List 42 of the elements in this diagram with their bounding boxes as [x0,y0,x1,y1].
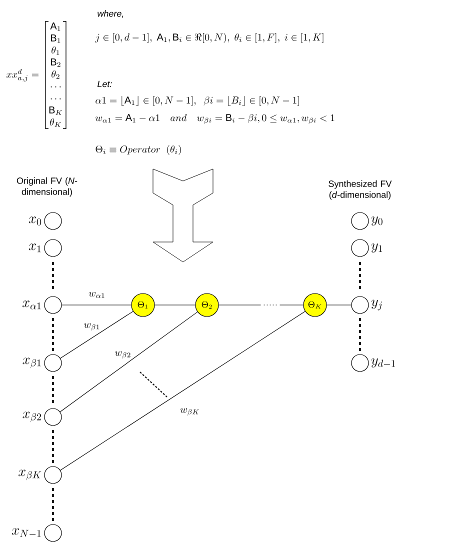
connector-line [60,311,134,359]
node-label: $y_{1}$ [371,243,382,253]
connector-line [218,304,304,306]
edge-label: $w_{\beta K}$ [180,408,200,416]
node-circle [351,296,369,314]
connector-line [62,304,132,306]
node-circle [44,296,62,314]
node-label: $x_{0}$ [28,216,42,226]
node-label: $y_{0}$ [371,216,382,226]
formula: $\Theta_{i} \equiv Operator\ \ (\theta_{i})$ [96,144,181,155]
edge-label: $w_{\beta 2}$ [114,350,132,360]
node-circle [44,524,62,542]
node-label: $x_{\beta 1}$ [22,358,41,368]
node-label: $y_{d-1}$ [371,358,396,368]
node-label: $x_{1}$ [28,244,41,252]
node-circle [44,354,62,372]
column-heading: Original FV (N-dimensional) [16,177,78,197]
node-circle [351,212,369,230]
node-label: $y_{j}$ [371,300,382,310]
formula: $w_{\alpha 1} = \mathrm{A}_{1} - \alpha 1 \quad and \quad w_{\beta i} = \mathrm{B}_{i} - \beta i, 0 \le w_{\alpha 1}, w_{\beta i} < 1$ [96,114,334,124]
node-circle [351,354,369,372]
formula: $\alpha 1 = \lfloor \mathrm{A}_{1} \rfloor \in [0,N-1],\ \ \beta i = \lfloor B_{i} \rfloor \in [0,N-1]$ [96,96,299,106]
node-label: $x_{\alpha 1}$ [22,300,41,310]
node-label: $x_{\beta 2}$ [22,412,41,422]
node-circle [44,466,62,484]
node-label: $x_{\beta K}$ [18,470,42,480]
note-text: Let: [97,80,112,88]
edge-label: $w_{\beta 1}$ [83,322,101,332]
node-circle [44,408,62,426]
connector-line [60,311,306,470]
formula: $j \in [0,d-1],\ \mathrm{A}_{1},\mathrm{B}_{i} \in \Re[0,N),\ \theta_{i} \in [1,F],\ i \in [1,K]$ [95,32,324,43]
connector-line [326,304,352,306]
column-heading: Synthesized FV (d-dimensional) [328,180,392,200]
node-circle [44,212,62,230]
node-circle [44,239,62,257]
formula: $xx^{d}_{a,j} = \begin{bmatrix} \mathrm{A}_{1} \\ \mathrm{B}_{1} \\ \theta_{1} \\ \mathrm{B}_{2} \\ \theta_{2} \\ \cdots \\ \cdots \\ \mathrm{B}_{K} \\ \theta_{K} \end{bmatrix}$ [6,21,66,129]
edge-label: $w_{\alpha 1}$ [88,292,106,298]
node-circle [351,239,369,257]
connector-line [154,304,196,306]
note-text: where, [98,10,124,18]
connector-line [60,312,198,412]
node-label: $x_{N-1}$ [12,528,41,537]
